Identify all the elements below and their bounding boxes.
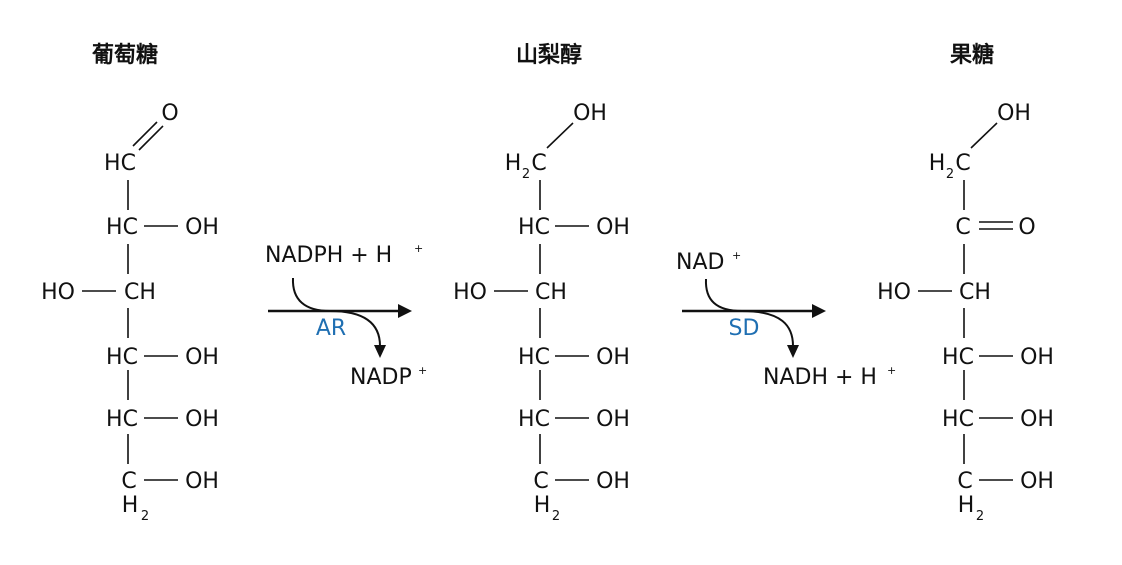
glucose-oh4: OH bbox=[185, 345, 219, 370]
fructose-oh-bond bbox=[970, 122, 998, 149]
nadp-charge: + bbox=[418, 364, 427, 377]
fructose-o2: O bbox=[1018, 215, 1035, 240]
fructose-c3: CH bbox=[959, 280, 991, 305]
nadp-label: NADP bbox=[350, 365, 412, 390]
glucose-structure: 葡萄糖 O HC HC OH HO CH HC OH HC OH C OH H … bbox=[41, 42, 219, 524]
sorbitol-h1-subscript: 2 bbox=[522, 167, 530, 182]
nad-label: NAD bbox=[676, 250, 724, 275]
glucose-aldehyde-o: O bbox=[161, 101, 178, 126]
cofactor-in-curve bbox=[704, 278, 743, 312]
sorbitol-c6: C bbox=[533, 469, 548, 494]
sorbitol-ho3: HO bbox=[453, 280, 487, 305]
glucose-ho3: HO bbox=[41, 280, 75, 305]
sorbitol-oh5: OH bbox=[596, 407, 630, 432]
fructose-c4: HC bbox=[942, 345, 974, 370]
glucose-c4: HC bbox=[106, 345, 138, 370]
sorbitol-h6: H bbox=[534, 493, 551, 518]
ar-enzyme-label: AR bbox=[316, 316, 346, 341]
nad-charge: + bbox=[732, 249, 741, 262]
fructose-oh4: OH bbox=[1020, 345, 1054, 370]
sorbitol-oh1: OH bbox=[573, 101, 607, 126]
reaction-sd: NAD + SD NADH + H + bbox=[676, 249, 896, 390]
fructose-c1: C bbox=[955, 151, 970, 176]
fructose-c2: C bbox=[955, 215, 970, 240]
fructose-title: 果糖 bbox=[950, 42, 994, 68]
forward-arrowhead bbox=[812, 304, 826, 318]
glucose-title: 葡萄糖 bbox=[91, 42, 158, 68]
glucose-c5: HC bbox=[106, 407, 138, 432]
glucose-c2: HC bbox=[106, 215, 138, 240]
glucose-h6-subscript: 2 bbox=[141, 509, 149, 524]
glucose-oh5: OH bbox=[185, 407, 219, 432]
cofactor-in-curve bbox=[291, 277, 331, 312]
glucose-c3: CH bbox=[124, 280, 156, 305]
fructose-structure: 果糖 OH H 2 C C O HO CH HC OH HC OH C OH H… bbox=[877, 42, 1054, 524]
reaction-ar: NADPH + H + AR NADP + bbox=[265, 242, 427, 390]
sorbitol-structure: 山梨醇 OH H 2 C HC OH HO CH HC OH HC OH C O… bbox=[453, 42, 630, 524]
nadph-label: NADPH + H bbox=[265, 243, 392, 268]
sorbitol-title: 山梨醇 bbox=[516, 42, 582, 68]
fructose-h1-subscript: 2 bbox=[946, 167, 954, 182]
sorbitol-c1: C bbox=[531, 151, 546, 176]
sorbitol-oh4: OH bbox=[596, 345, 630, 370]
fructose-h6-subscript: 2 bbox=[976, 509, 984, 524]
cofactor-out-arrowhead bbox=[374, 345, 386, 358]
fructose-oh6: OH bbox=[1020, 469, 1054, 494]
glucose-h6: H bbox=[122, 493, 139, 518]
sorbitol-h1: H bbox=[505, 151, 522, 176]
sorbitol-c5: HC bbox=[518, 407, 550, 432]
fructose-oh5: OH bbox=[1020, 407, 1054, 432]
sd-enzyme-label: SD bbox=[729, 316, 760, 341]
sorbitol-h6-subscript: 2 bbox=[552, 509, 560, 524]
cofactor-out-curve bbox=[741, 310, 794, 347]
sorbitol-oh-bond bbox=[546, 122, 574, 149]
nadh-h-charge: + bbox=[887, 364, 896, 377]
glucose-c6: C bbox=[121, 469, 136, 494]
sorbitol-c4: HC bbox=[518, 345, 550, 370]
fructose-h1: H bbox=[929, 151, 946, 176]
cofactor-out-curve bbox=[329, 310, 381, 347]
glucose-oh2: OH bbox=[185, 215, 219, 240]
fructose-c6: C bbox=[957, 469, 972, 494]
sorbitol-c2: HC bbox=[518, 215, 550, 240]
glucose-double-bond-a bbox=[132, 121, 158, 147]
sorbitol-c3: CH bbox=[535, 280, 567, 305]
sorbitol-oh2: OH bbox=[596, 215, 630, 240]
glucose-c1: HC bbox=[104, 151, 136, 176]
fructose-oh1: OH bbox=[997, 101, 1031, 126]
fructose-h6: H bbox=[958, 493, 975, 518]
fructose-ho3: HO bbox=[877, 280, 911, 305]
glucose-double-bond-b bbox=[138, 125, 164, 151]
nadph-h-charge: + bbox=[414, 242, 423, 255]
forward-arrowhead bbox=[398, 304, 412, 318]
nadh-label: NADH + H bbox=[763, 365, 877, 390]
cofactor-out-arrowhead bbox=[787, 345, 799, 358]
sorbitol-oh6: OH bbox=[596, 469, 630, 494]
fructose-c5: HC bbox=[942, 407, 974, 432]
glucose-oh6: OH bbox=[185, 469, 219, 494]
